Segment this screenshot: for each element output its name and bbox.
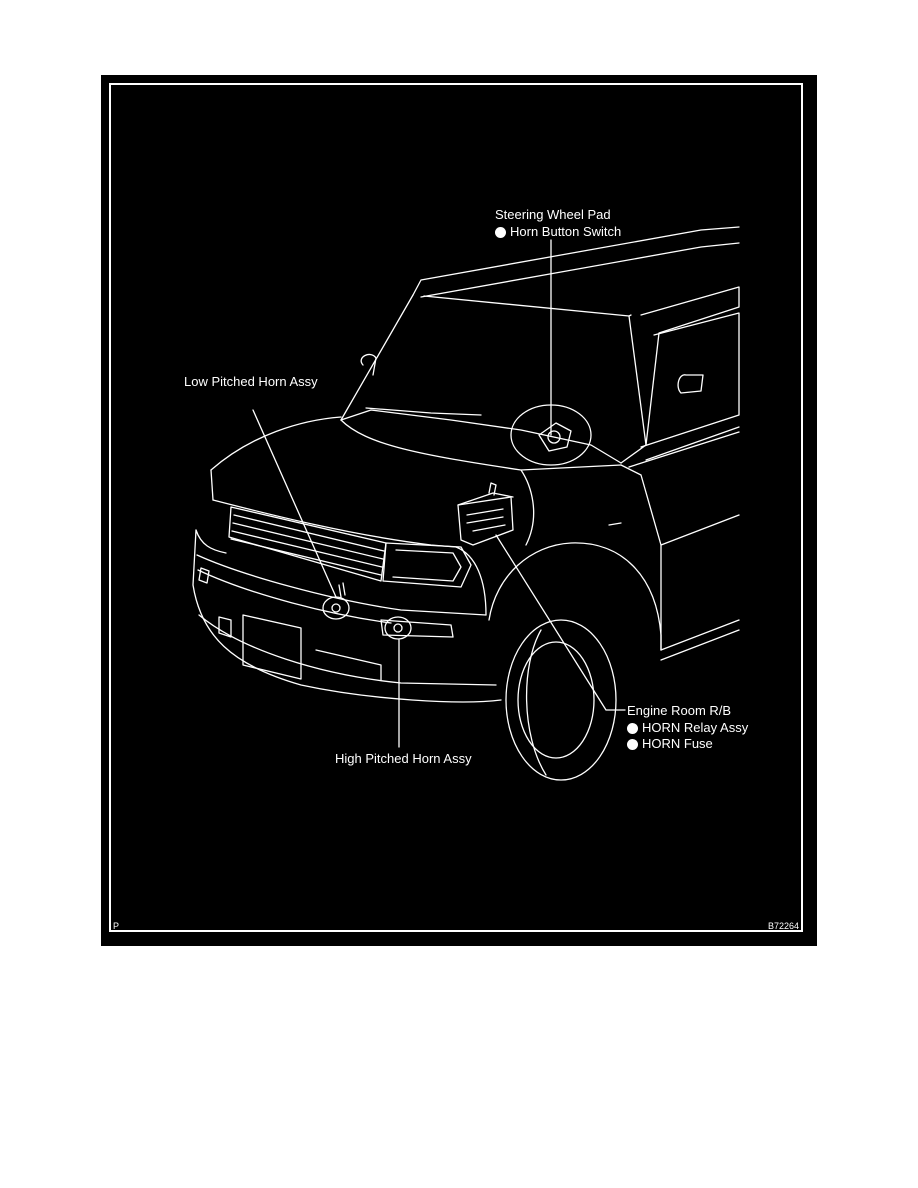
side-window-frame [640,286,740,446]
fender-arch [488,542,662,651]
label-horn-button-switch: Horn Button Switch [510,224,622,239]
bumper-top [195,529,227,554]
steering-center [547,430,561,444]
relay-connector [488,482,497,496]
leader-low-horn [252,409,337,598]
label-low-pitched-horn: Low Pitched Horn Assy [184,374,318,389]
b-pillar [677,374,704,394]
relay-block-detail [466,508,506,532]
grille-slat-1 [233,514,385,552]
license-plate [242,614,302,680]
lower-intake [218,616,232,638]
callout-horn-button-switch: Horn Button Switch [495,224,621,240]
foglight-right [380,619,454,638]
label-horn-fuse: HORN Fuse [642,736,713,751]
hood-left-edge [210,469,214,501]
mirror-left [360,353,377,376]
headlight-inner [392,549,462,582]
side-window-inner [640,312,740,448]
bullet-icon [495,226,506,238]
side-skirt [660,619,740,651]
bullet-icon [627,738,638,750]
bumper-slot [315,649,382,681]
foglight-left [198,567,210,584]
wiper-area [365,407,482,416]
windshield-left [340,294,414,421]
leader-engine-room [495,534,626,711]
steering-hub [538,422,572,452]
relay-block [457,496,514,546]
figure-panel: Steering Wheel Pad Horn Button Switch Lo… [101,75,817,946]
grille-slat-4 [230,538,382,576]
figure-id: B72264 [768,921,800,931]
front-tire [505,619,617,781]
side-belt [645,426,740,461]
relay-block-top [457,492,514,506]
label-horn-relay: HORN Relay Assy [642,720,749,735]
side-marker [608,522,622,526]
hood-front [212,499,457,548]
bumper-mid [197,569,392,624]
corner-marker: P [113,921,120,931]
callout-horn-fuse: HORN Fuse [627,736,713,752]
roof-line [412,226,740,296]
roof-rail [420,242,740,298]
fender-side [620,464,740,546]
hood-crease [340,419,622,471]
figure-border [109,83,803,932]
label-steering-wheel-pad: Steering Wheel Pad [495,207,611,222]
label-high-pitched-horn: High Pitched Horn Assy [335,751,472,766]
grille-slat-2 [232,522,384,560]
callout-horn-relay: HORN Relay Assy [627,720,748,736]
hood-leading-edge [210,416,342,471]
tire-inner [525,629,547,776]
side-body-line [628,431,740,468]
bullet-icon [627,722,638,734]
bumper-lower [198,614,497,686]
low-horn-center [331,603,341,613]
fender-top [520,469,535,546]
windshield-bottom [340,409,622,464]
headlight [382,542,472,588]
a-pillar [620,315,647,464]
high-horn-center [393,623,403,633]
side-skirt-2 [660,629,740,661]
high-horn-body [384,616,412,640]
bumper-outline [192,529,502,703]
vehicle-line-drawing [192,226,740,781]
front-corner [455,546,487,616]
front-rim [517,641,595,759]
label-engine-room-rb: Engine Room R/B [627,703,732,718]
low-horn-body [322,596,350,620]
grille-slat-3 [231,530,383,568]
grille-outline [228,506,387,582]
bumper-upper [196,554,487,616]
windshield-top [423,295,632,317]
low-horn-bracket [338,582,346,598]
